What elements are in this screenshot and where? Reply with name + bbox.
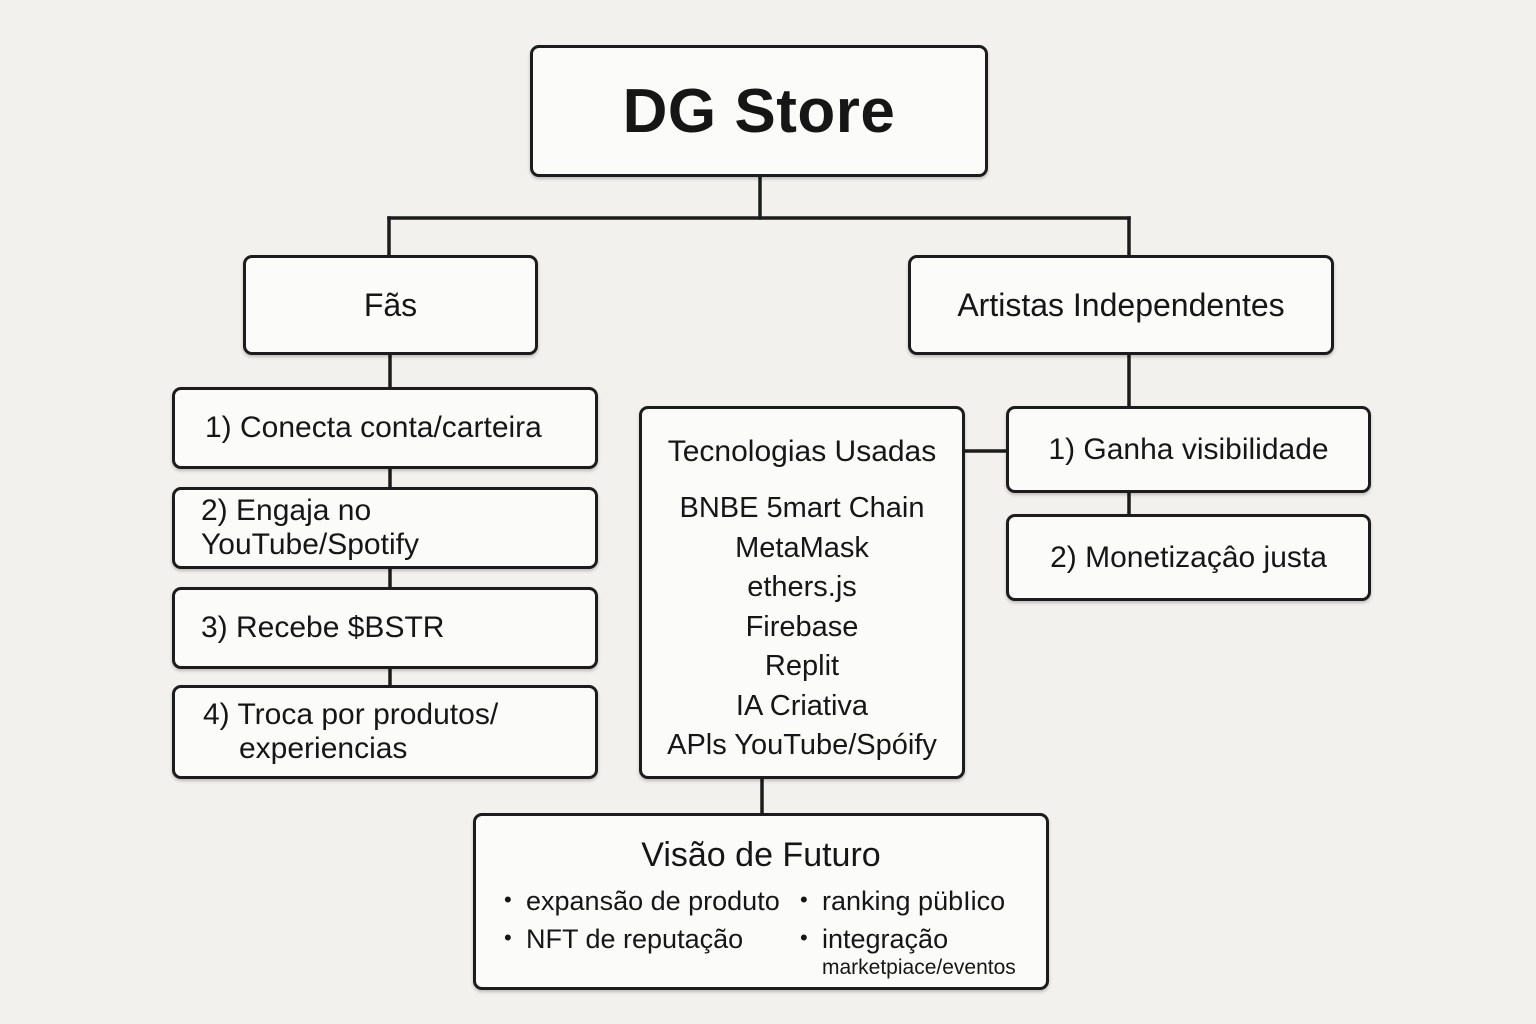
fans-step-3: 3) Recebe $BSTR [172, 587, 598, 669]
tech-item: Firebase [745, 610, 859, 643]
tech-item: MetaMask [735, 531, 869, 564]
vision-bullet: • NFT de reputação [504, 924, 743, 955]
tech-item: BNBE 5mart Chain [679, 492, 925, 524]
tech-title: Tecnologias Usadas [667, 435, 937, 468]
vision-node: Visão de Futuro • expansão de produto • NF… [473, 813, 1049, 990]
fans-step-1: 1) Conecta conta/carteira [172, 387, 598, 469]
vision-bullet: • expansão de produto [504, 886, 780, 917]
artists-title: Artistas Independentes [957, 286, 1285, 323]
tech-node: Tecnologias Usadas BNBE 5mart Chain Meta… [639, 406, 965, 779]
artists-step-1: 1) Ganha visibilidade [1006, 406, 1371, 493]
tech-list: BNBE 5mart Chain MetaMask ethers.js Fire… [642, 489, 962, 766]
bullet-dot-icon: • [800, 887, 808, 912]
vision-bullet-text: NFT de reputação [526, 924, 744, 954]
artists-step-1-label: 1) Ganha visibilidade [1048, 432, 1329, 466]
vision-bullet: • integração [800, 924, 948, 955]
artists-node: Artistas Independentes [908, 255, 1334, 355]
root-node: DG Store [530, 45, 988, 177]
fans-step-2-label: 2) Engaja no YouTube/Spotify [201, 494, 419, 561]
vision-bullet-text: expansão de produto [526, 886, 780, 916]
fans-title: Fãs [363, 286, 418, 323]
fans-step-2: 2) Engaja no YouTube/Spotify [172, 487, 598, 569]
root-title: DG Store [622, 76, 896, 146]
fans-step-4: 4) Troca por produtos/ experiencias [172, 685, 598, 779]
vision-bullet-text: integração [822, 924, 949, 954]
tech-item: IA Criativa [735, 689, 869, 722]
artists-step-2-label: 2) Monetizaçâo justa [1050, 540, 1327, 574]
tech-item: APls YouTube/Spóify [667, 729, 937, 761]
vision-bullet-subtext: marketpiace/eventos [822, 956, 1016, 979]
fans-step-1-label: 1) Conecta conta/carteira [205, 411, 542, 444]
fans-step-4-line-2: experiencias [239, 732, 408, 765]
artists-step-2: 2) Monetizaçâo justa [1006, 514, 1371, 601]
bullet-dot-icon: • [800, 925, 808, 950]
vision-title: Visão de Futuro [641, 836, 881, 874]
fans-step-3-label: 3) Recebe $BSTR [201, 611, 445, 644]
fans-node: Fãs [243, 255, 538, 355]
tech-item: ethers.js [747, 571, 857, 603]
vision-bullet-text: ranking pübIico [822, 886, 1006, 916]
tech-item: Replit [764, 650, 840, 682]
vision-bullet: • ranking pübIico [800, 886, 1005, 917]
bullet-dot-icon: • [504, 887, 512, 912]
bullet-dot-icon: • [504, 925, 512, 950]
fans-step-4-line-1: 4) Troca por produtos/ [203, 698, 499, 731]
